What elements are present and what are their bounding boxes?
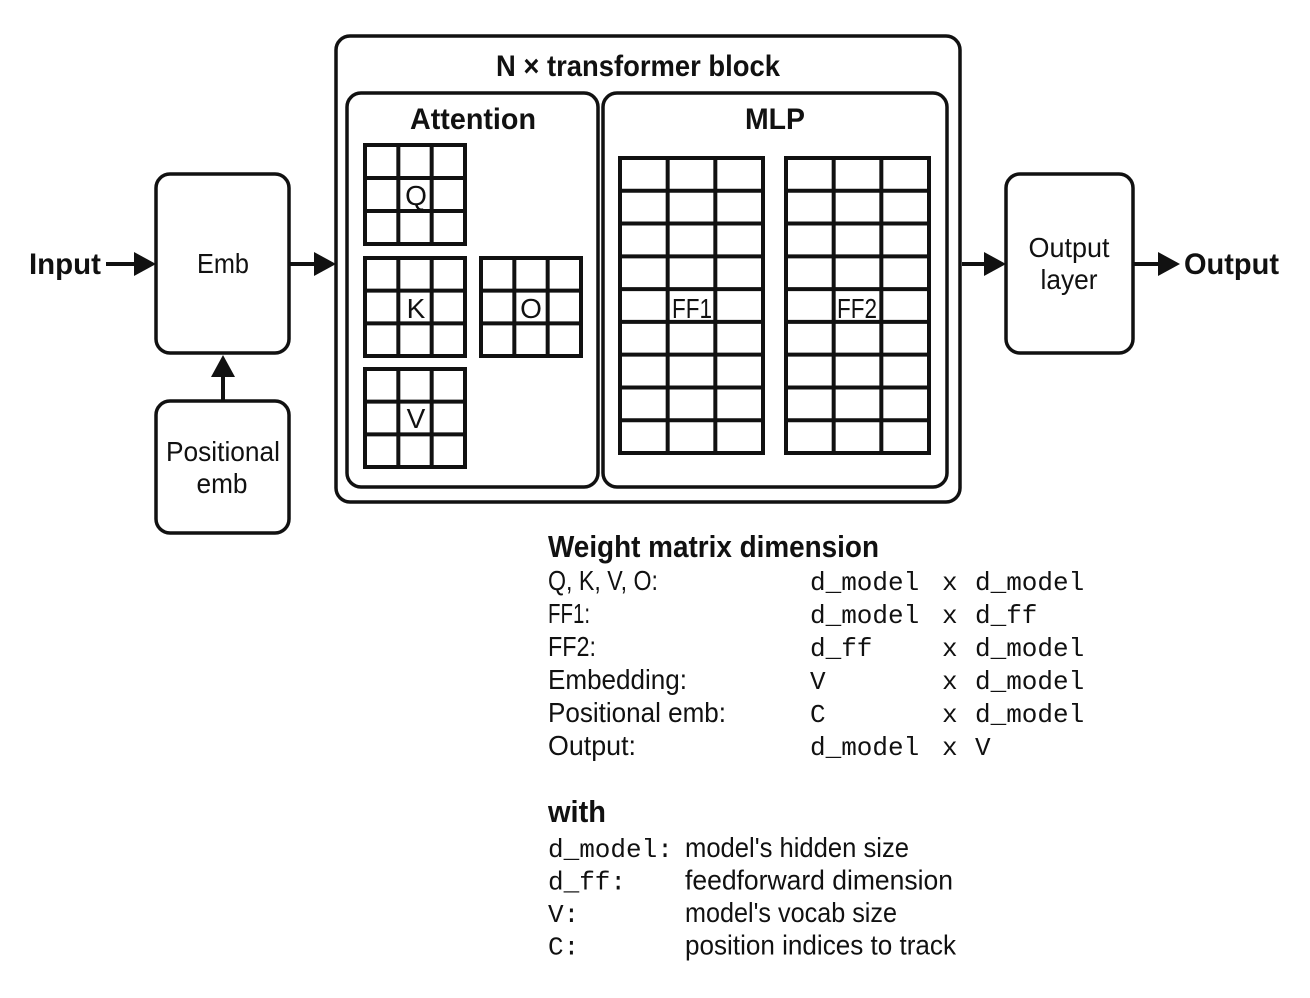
- attention-box: [345, 91, 600, 489]
- weight-row-rows-dim: d_ff: [810, 634, 872, 664]
- legend-symbol: d_ff:: [548, 868, 626, 898]
- weight-row-cols-dim: d_model: [975, 700, 1084, 730]
- grid-border: [618, 156, 765, 455]
- legend-symbol: V:: [548, 900, 579, 930]
- legend-description: feedforward dimension: [685, 865, 953, 896]
- weight-row-rows-dim: d_model: [810, 601, 919, 631]
- weight-row-cols-dim: d_model: [975, 568, 1084, 598]
- legend-item: d_ff: feedforward dimension: [548, 865, 953, 898]
- legend-item: C: position indices to track: [548, 930, 957, 963]
- matrix-ff1-label: FF1: [672, 293, 712, 324]
- matrix-k-label: K: [407, 293, 426, 324]
- attention-title: Attention: [410, 103, 536, 136]
- legend-title: with: [547, 794, 606, 829]
- weight-row-label: Output:: [548, 730, 636, 761]
- legend-item: V: model's vocab size: [548, 897, 897, 930]
- output-layer-label-line1: Output: [1029, 232, 1110, 263]
- matrix-k-grid: [363, 256, 467, 358]
- weight-table-row: Q, K, V, O: d_model x d_model: [548, 565, 1084, 598]
- matrix-ff1-grid: [618, 156, 765, 455]
- mlp-title: MLP: [745, 103, 805, 136]
- matrix-ff2-label: FF2: [837, 293, 877, 324]
- positional-emb-box: [154, 399, 291, 535]
- grid-border: [363, 143, 467, 246]
- weight-row-rows-dim: d_model: [810, 568, 919, 598]
- weight-row-times: x: [942, 667, 958, 697]
- output-layer-box: [1004, 172, 1135, 355]
- legend-description: model's vocab size: [685, 897, 897, 928]
- legend-symbol: d_model:: [548, 835, 673, 865]
- weight-table-row: FF2: d_ff x d_model: [548, 631, 1084, 664]
- weight-row-label: Embedding:: [548, 664, 687, 695]
- weight-row-times: x: [942, 601, 958, 631]
- weight-row-rows-dim: V: [810, 667, 826, 697]
- legend-description: position indices to track: [685, 930, 957, 961]
- weight-row-cols-dim: d_model: [975, 667, 1084, 697]
- weight-row-rows-dim: d_model: [810, 733, 919, 763]
- matrix-q-label: Q: [405, 180, 427, 211]
- output-label: Output: [1184, 248, 1279, 281]
- weight-table-title: Weight matrix dimension: [548, 529, 879, 564]
- emb-label: Emb: [197, 248, 249, 279]
- grid-border: [363, 367, 467, 469]
- weight-table-row: FF1: d_model x d_ff: [548, 598, 1037, 631]
- transformer-block-title: N × transformer block: [496, 50, 780, 83]
- weight-row-rows-dim: C: [810, 700, 826, 730]
- input-label: Input: [29, 248, 101, 281]
- arrows: [106, 252, 1180, 401]
- weight-row-times: x: [942, 733, 958, 763]
- weight-row-cols-dim: d_ff: [975, 601, 1037, 631]
- weight-row-times: x: [942, 568, 958, 598]
- positional-emb-label-line2: emb: [197, 468, 248, 499]
- legend-symbol: C:: [548, 933, 579, 963]
- weight-row-cols-dim: d_model: [975, 634, 1084, 664]
- weight-row-label: Positional emb:: [548, 697, 726, 728]
- positional-emb-label-line1: Positional: [166, 436, 280, 467]
- matrix-q-grid: [363, 143, 467, 246]
- legend-item: d_model: model's hidden size: [548, 832, 909, 865]
- grid-border: [479, 256, 583, 358]
- legend-list: d_model: model's hidden size d_ff: feedforw…: [548, 832, 957, 963]
- output-layer-label-line2: layer: [1041, 264, 1098, 295]
- matrix-v-label: V: [407, 403, 426, 434]
- weight-row-label: FF1:: [548, 598, 590, 629]
- weight-row-cols-dim: V: [975, 733, 991, 763]
- matrix-v-grid: [363, 367, 467, 469]
- weight-row-times: x: [942, 634, 958, 664]
- emb-box: [154, 172, 291, 355]
- matrix-o-label: O: [520, 293, 542, 324]
- grid-border: [784, 156, 931, 455]
- grid-border: [363, 256, 467, 358]
- matrix-o-grid: [479, 256, 583, 358]
- weight-row-label: Q, K, V, O:: [548, 565, 658, 596]
- weight-row-times: x: [942, 700, 958, 730]
- matrix-ff2-grid: [784, 156, 931, 455]
- legend-description: model's hidden size: [685, 832, 909, 863]
- weight-row-label: FF2:: [548, 631, 596, 662]
